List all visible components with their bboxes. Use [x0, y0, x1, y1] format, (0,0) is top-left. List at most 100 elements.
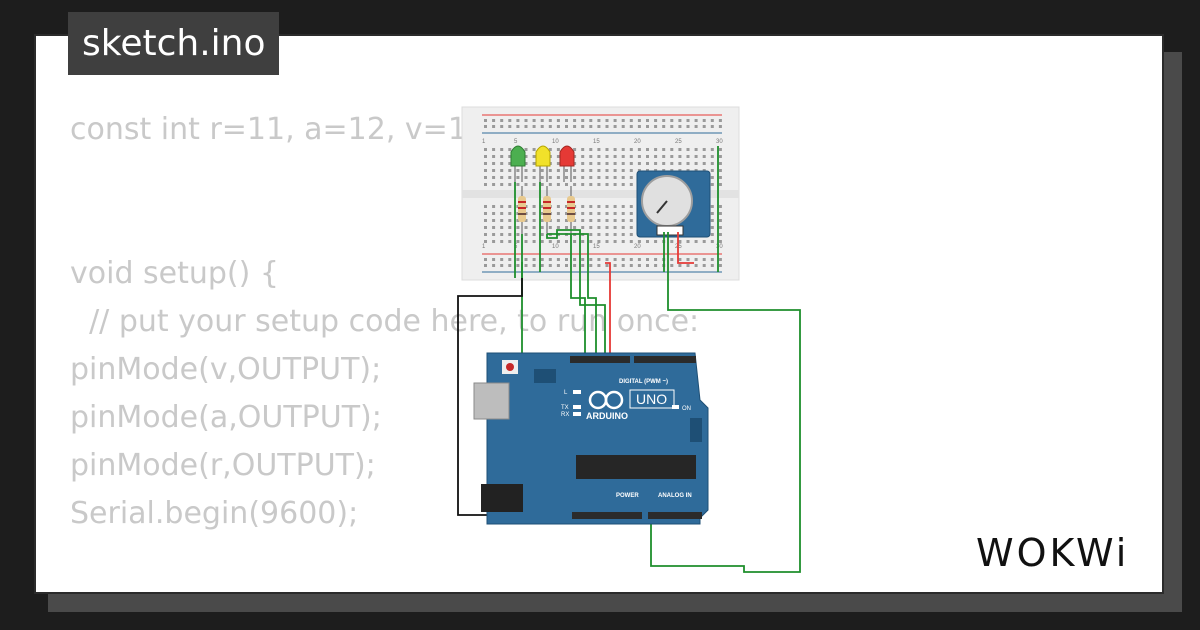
breadboard-hole	[492, 148, 496, 151]
breadboard-hole	[508, 212, 512, 215]
breadboard-hole	[516, 176, 520, 179]
breadboard-hole	[597, 219, 601, 222]
breadboard: 1 5 10 15 20 25 30 1 5 10 15 20 25 30	[461, 106, 740, 281]
breadboard-hole	[589, 148, 593, 151]
breadboard-hole	[597, 162, 601, 165]
breadboard-hole	[702, 240, 706, 243]
breadboard-hole	[662, 125, 666, 128]
breadboard-hole	[621, 233, 625, 236]
breadboard-hole	[500, 155, 504, 158]
breadboard-hole	[694, 148, 698, 151]
breadboard-hole	[565, 169, 568, 172]
breadboard-hole	[524, 119, 528, 122]
breadboard-holes	[484, 119, 722, 267]
breadboard-hole	[702, 125, 706, 128]
resistor-3[interactable]	[567, 186, 575, 234]
breadboard-hole	[484, 212, 487, 215]
resistor-1[interactable]	[518, 186, 526, 234]
breadboard-hole	[548, 169, 552, 172]
breadboard-hole	[710, 212, 714, 215]
breadboard-hole	[605, 233, 609, 236]
breadboard-hole	[694, 119, 698, 122]
breadboard-hole	[710, 264, 714, 267]
breadboard-hole	[589, 119, 593, 122]
breadboard-hole	[646, 148, 649, 151]
breadboard-hole	[654, 258, 658, 261]
l-led-label: L	[564, 390, 568, 396]
breadboard-hole	[654, 148, 658, 151]
led-green[interactable]	[510, 145, 526, 182]
breadboard-hole	[702, 119, 706, 122]
col-label: 25	[675, 139, 682, 145]
breadboard-hole	[629, 240, 633, 243]
breadboard-hole	[589, 233, 593, 236]
breadboard-hole	[556, 125, 560, 128]
breadboard-hole	[621, 169, 625, 172]
breadboard-hole	[500, 125, 504, 128]
breadboard-hole	[508, 176, 512, 179]
breadboard-hole	[565, 264, 568, 267]
breadboard-hole	[540, 119, 544, 122]
breadboard-hole	[500, 219, 504, 222]
power-header	[572, 512, 642, 519]
wokwi-wordmark: WOKWi	[976, 531, 1129, 575]
breadboard-hole	[678, 162, 682, 165]
icsp2-header	[690, 418, 702, 442]
breadboard-hole	[548, 264, 552, 267]
breadboard-hole	[532, 155, 536, 158]
breadboard-hole	[524, 233, 528, 236]
breadboard-hole	[540, 219, 544, 222]
breadboard-hole	[484, 169, 487, 172]
breadboard-hole	[670, 264, 674, 267]
breadboard-hole	[516, 183, 520, 186]
breadboard-hole	[573, 162, 577, 165]
breadboard-hole	[573, 264, 577, 267]
breadboard-hole	[540, 125, 544, 128]
breadboard-hole	[508, 219, 512, 222]
breadboard-hole	[492, 219, 496, 222]
led-yellow[interactable]	[535, 145, 551, 182]
breadboard-hole	[500, 169, 504, 172]
breadboard-hole	[500, 119, 504, 122]
breadboard-hole	[524, 226, 528, 229]
col-label: 30	[716, 244, 723, 250]
breadboard-hole	[718, 183, 722, 186]
breadboard-hole	[637, 258, 641, 261]
breadboard-hole	[646, 264, 649, 267]
breadboard-hole	[516, 240, 520, 243]
breadboard-hole	[556, 155, 560, 158]
potentiometer[interactable]	[636, 170, 711, 238]
led-red[interactable]	[559, 145, 575, 182]
breadboard-hole	[532, 183, 536, 186]
breadboard-hole	[686, 155, 690, 158]
breadboard-hole	[540, 176, 544, 179]
arduino-uno[interactable]: ARDUINO UNO DIGITAL (PWM ~) POWER ANALOG…	[473, 352, 709, 525]
breadboard-hole	[556, 169, 560, 172]
breadboard-hole	[565, 219, 568, 222]
resistor-2[interactable]	[543, 186, 551, 234]
breadboard-hole	[662, 162, 666, 165]
breadboard-hole	[581, 119, 585, 122]
breadboard-hole	[621, 240, 625, 243]
breadboard-hole	[532, 205, 536, 208]
breadboard-hole	[694, 258, 698, 261]
breadboard-hole	[589, 258, 593, 261]
breadboard-hole	[516, 119, 520, 122]
code-line: pinMode(v,OUTPUT);	[70, 352, 382, 387]
breadboard-hole	[613, 219, 617, 222]
board-brand: ARDUINO	[586, 411, 628, 421]
breadboard-hole	[565, 240, 568, 243]
code-line: void setup() {	[70, 256, 279, 291]
breadboard-hole	[524, 176, 528, 179]
breadboard-hole	[581, 205, 585, 208]
breadboard-hole	[484, 205, 487, 208]
breadboard-hole	[621, 219, 625, 222]
breadboard-hole	[637, 169, 641, 172]
breadboard-hole	[597, 176, 601, 179]
breadboard-hole	[621, 148, 625, 151]
breadboard-hole	[556, 148, 560, 151]
breadboard-hole	[589, 125, 593, 128]
breadboard-hole	[670, 148, 674, 151]
breadboard-hole	[613, 169, 617, 172]
breadboard-hole	[516, 205, 520, 208]
